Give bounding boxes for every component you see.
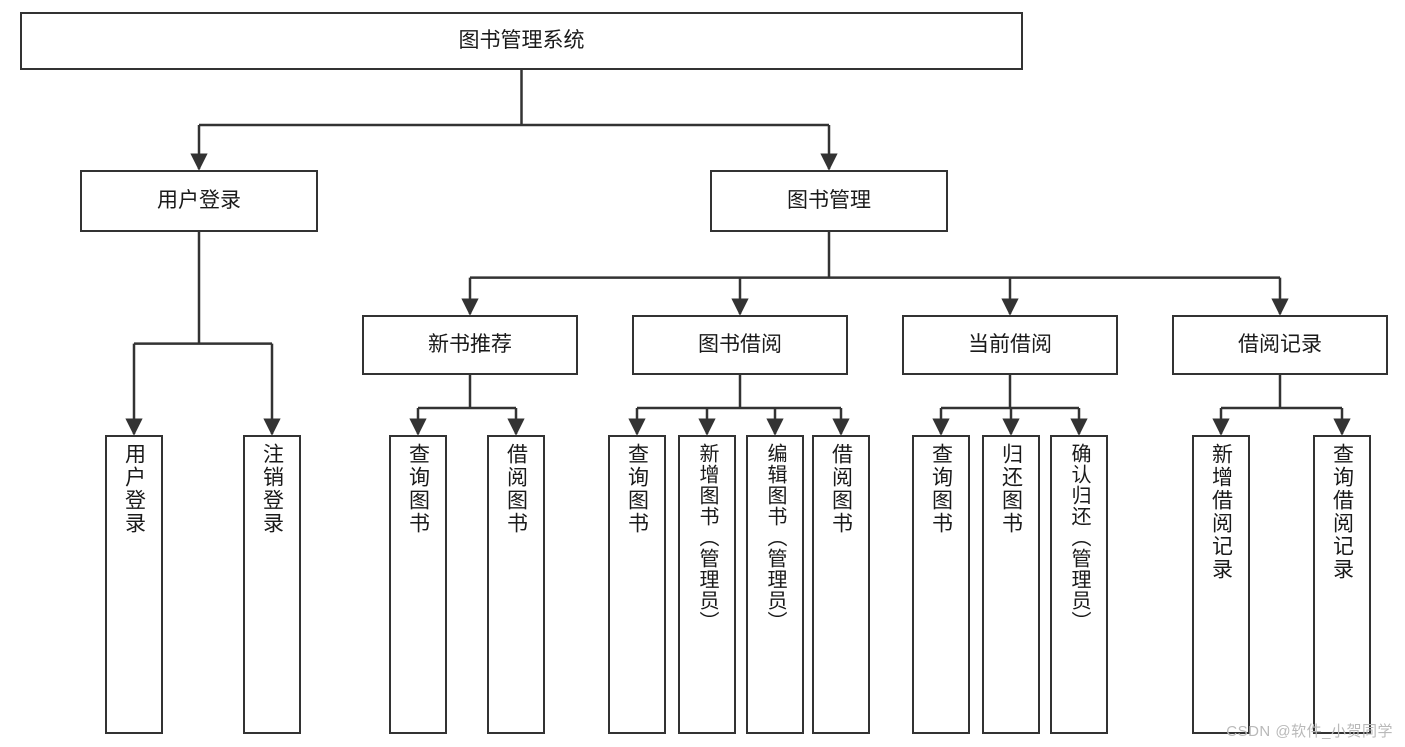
node-label: 查询图书 <box>406 443 430 535</box>
node-label: 归还图书 <box>999 443 1023 535</box>
node-label: 用户登录 <box>157 188 241 212</box>
node-label: 查询图书 <box>929 443 953 535</box>
node-label: 图书管理系统 <box>458 28 585 52</box>
watermark-label: CSDN @软件_小贺同学 <box>1226 723 1393 740</box>
node-leaf-add-book[interactable]: 新增图书（管理员） <box>678 435 736 734</box>
node-leaf-logout[interactable]: 注销登录 <box>243 435 301 734</box>
node-leaf-confirm-return[interactable]: 确认归还（管理员） <box>1050 435 1108 734</box>
node-leaf-add-record[interactable]: 新增借阅记录 <box>1192 435 1250 734</box>
node-label: 借阅图书 <box>829 443 853 535</box>
node-borrow-record[interactable]: 借阅记录 <box>1172 315 1388 375</box>
node-new-book-rec[interactable]: 新书推荐 <box>362 315 578 375</box>
node-leaf-query-record[interactable]: 查询借阅记录 <box>1313 435 1371 734</box>
node-label: 用户登录 <box>122 443 146 535</box>
node-leaf-query-book-1[interactable]: 查询图书 <box>389 435 447 734</box>
node-leaf-return-book[interactable]: 归还图书 <box>982 435 1040 734</box>
node-label: 当前借阅 <box>968 332 1052 356</box>
node-current-borrow[interactable]: 当前借阅 <box>902 315 1118 375</box>
node-leaf-query-book-3[interactable]: 查询图书 <box>912 435 970 734</box>
node-label: 图书借阅 <box>698 332 782 356</box>
node-label: 借阅记录 <box>1238 332 1322 356</box>
node-book-borrow[interactable]: 图书借阅 <box>632 315 848 375</box>
node-book-manage[interactable]: 图书管理 <box>710 170 948 232</box>
node-label: 新增图书（管理员） <box>696 443 718 632</box>
node-user-login[interactable]: 用户登录 <box>80 170 318 232</box>
node-leaf-query-book-2[interactable]: 查询图书 <box>608 435 666 734</box>
node-label: 新增借阅记录 <box>1209 443 1233 581</box>
node-label: 确认归还（管理员） <box>1068 443 1090 632</box>
node-label: 新书推荐 <box>428 332 512 356</box>
node-label: 图书管理 <box>787 188 871 212</box>
node-leaf-user-login[interactable]: 用户登录 <box>105 435 163 734</box>
node-leaf-edit-book[interactable]: 编辑图书（管理员） <box>746 435 804 734</box>
node-leaf-borrow-book-1[interactable]: 借阅图书 <box>487 435 545 734</box>
node-label: 借阅图书 <box>504 443 528 535</box>
node-label: 注销登录 <box>260 443 284 535</box>
node-label: 查询借阅记录 <box>1330 443 1354 581</box>
node-leaf-borrow-book-2[interactable]: 借阅图书 <box>812 435 870 734</box>
node-label: 查询图书 <box>625 443 649 535</box>
node-root-root[interactable]: 图书管理系统 <box>20 12 1023 70</box>
node-label: 编辑图书（管理员） <box>764 443 786 632</box>
